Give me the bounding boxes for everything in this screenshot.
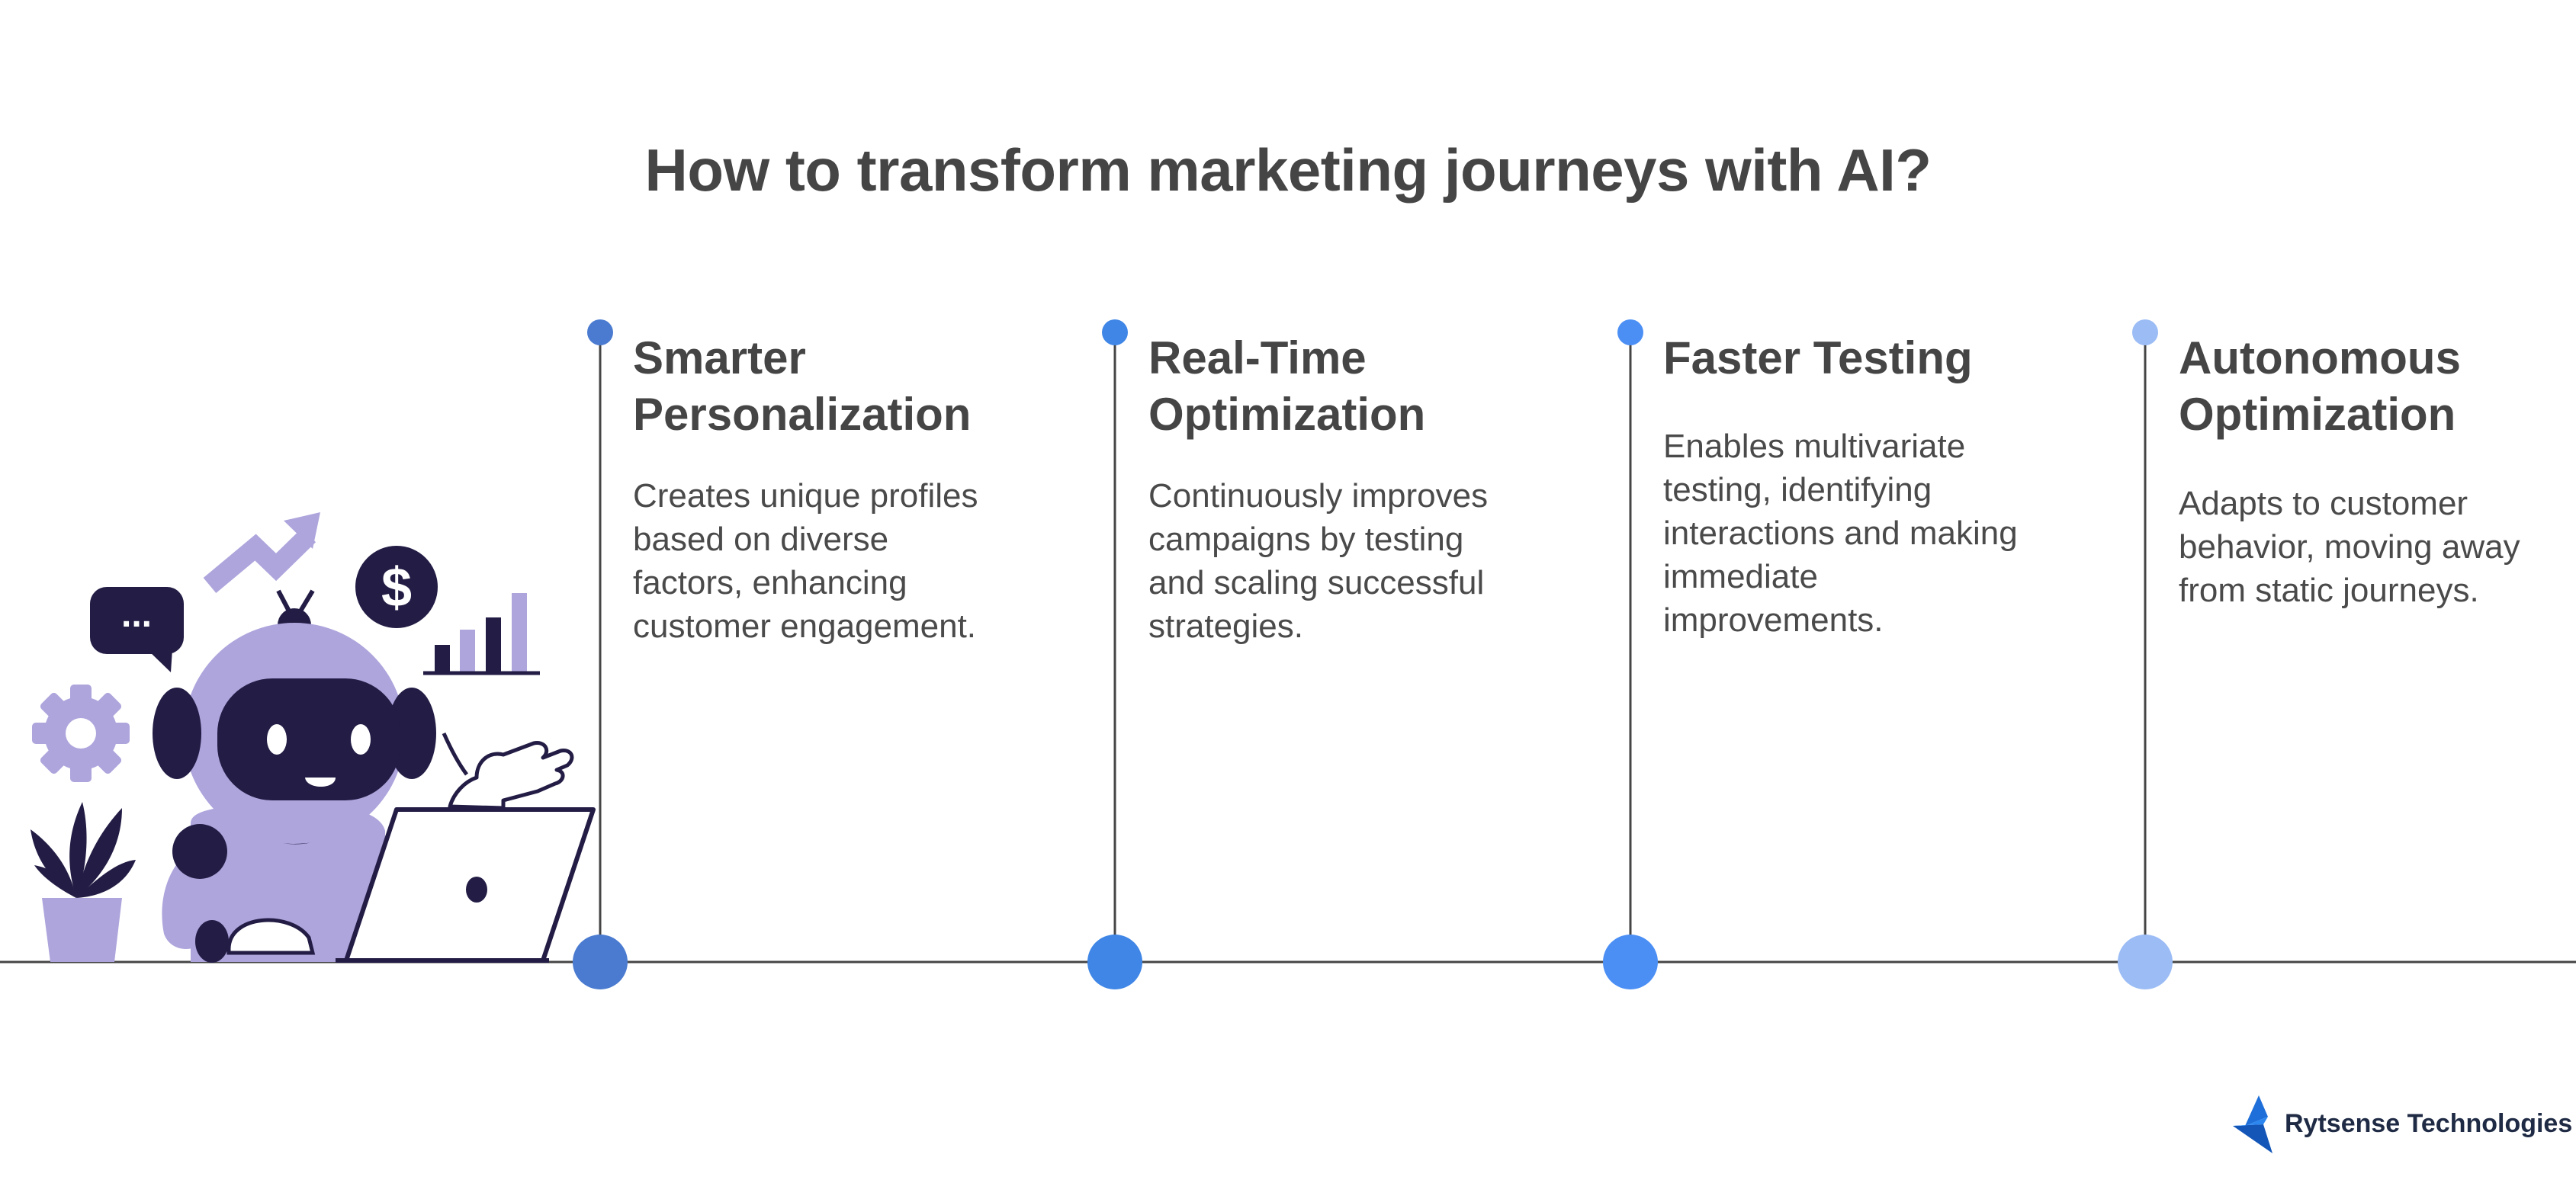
rytsense-logo-icon bbox=[2233, 1095, 2272, 1153]
step-1-base-dot bbox=[573, 935, 628, 989]
step-3-description: Enables multivariate testing, identifyin… bbox=[1663, 425, 2090, 642]
step-2-title-line-1: Real-Time bbox=[1148, 332, 1367, 383]
step-3-desc-line-5: improvements. bbox=[1663, 601, 1884, 639]
step-1-desc-line-1: Creates unique profiles bbox=[633, 477, 978, 515]
step-4-top-dot bbox=[2132, 319, 2158, 345]
step-1-title-line-1: Smarter bbox=[633, 332, 806, 383]
robot-body bbox=[191, 804, 385, 962]
step-4-description: Adapts to customer behavior, moving away… bbox=[2179, 482, 2560, 612]
step-2-base-dot bbox=[1087, 935, 1142, 989]
step-1-desc-line-2: based on diverse bbox=[633, 521, 889, 558]
speech-bubble-icon: ... bbox=[90, 587, 184, 672]
page-title: How to transform marketing journeys with… bbox=[644, 136, 1932, 204]
step-4-desc-line-3: from static journeys. bbox=[2179, 572, 2479, 609]
step-3-desc-line-4: immediate bbox=[1663, 558, 1818, 595]
timeline-step-3 bbox=[1603, 319, 1658, 989]
step-4-desc-line-2: behavior, moving away bbox=[2179, 528, 2520, 566]
speech-bubble-text: ... bbox=[121, 595, 152, 635]
step-2-title: Real-Time Optimization bbox=[1148, 330, 1575, 443]
step-1-title: Smarter Personalization bbox=[633, 330, 1060, 443]
step-3-base-dot bbox=[1603, 935, 1658, 989]
step-1-top-dot bbox=[587, 319, 613, 345]
step-1-title-line-2: Personalization bbox=[633, 389, 972, 440]
step-3-desc-line-3: interactions and making bbox=[1663, 515, 2018, 552]
step-1-desc-line-4: customer engagement. bbox=[633, 608, 977, 645]
step-4-title-line-2: Optimization bbox=[2179, 389, 2456, 440]
brand-logo: Rytsense Technologies bbox=[2233, 1095, 2572, 1156]
step-2-top-dot bbox=[1102, 319, 1128, 345]
step-4-title: Autonomous Optimization bbox=[2179, 330, 2560, 443]
step-3-title-line-1: Faster Testing bbox=[1663, 332, 1973, 383]
coin-symbol: $ bbox=[381, 557, 412, 618]
step-1-desc-line-3: factors, enhancing bbox=[633, 564, 907, 601]
step-2-desc-line-2: campaigns by testing bbox=[1148, 521, 1464, 558]
step-2-description: Continuously improves campaigns by testi… bbox=[1148, 474, 1575, 648]
step-3-desc-line-2: testing, identifying bbox=[1663, 471, 1932, 508]
timeline-step-1 bbox=[573, 319, 628, 989]
step-3-top-dot bbox=[1617, 319, 1643, 345]
robot-face-screen bbox=[217, 678, 400, 800]
step-2-title-line-2: Optimization bbox=[1148, 389, 1426, 440]
laptop-icon bbox=[336, 807, 596, 963]
step-2-desc-line-4: strategies. bbox=[1148, 608, 1303, 645]
dollar-coin-icon: $ bbox=[355, 546, 438, 628]
timeline-step-4 bbox=[2118, 319, 2173, 989]
step-4-base-dot bbox=[2118, 935, 2173, 989]
step-4-title-line-1: Autonomous bbox=[2179, 332, 2461, 383]
potted-plant-icon bbox=[31, 802, 136, 962]
bar-chart-icon bbox=[423, 593, 540, 675]
gear-icon bbox=[32, 685, 130, 782]
step-2-desc-line-1: Continuously improves bbox=[1148, 477, 1489, 515]
robot-illustration: ... $ bbox=[31, 512, 596, 963]
step-2-desc-line-3: and scaling successful bbox=[1148, 564, 1485, 601]
timeline-step-2 bbox=[1087, 319, 1142, 989]
brand-name: Rytsense Technologies bbox=[2285, 1109, 2573, 1138]
step-3-desc-line-1: Enables multivariate bbox=[1663, 428, 1966, 465]
waving-hand-icon bbox=[442, 732, 574, 810]
trend-arrow-icon bbox=[203, 512, 320, 593]
step-4-desc-line-1: Adapts to customer bbox=[2179, 485, 2468, 522]
step-3-title: Faster Testing bbox=[1663, 330, 2090, 386]
step-1-description: Creates unique profiles based on diverse… bbox=[633, 474, 1060, 648]
